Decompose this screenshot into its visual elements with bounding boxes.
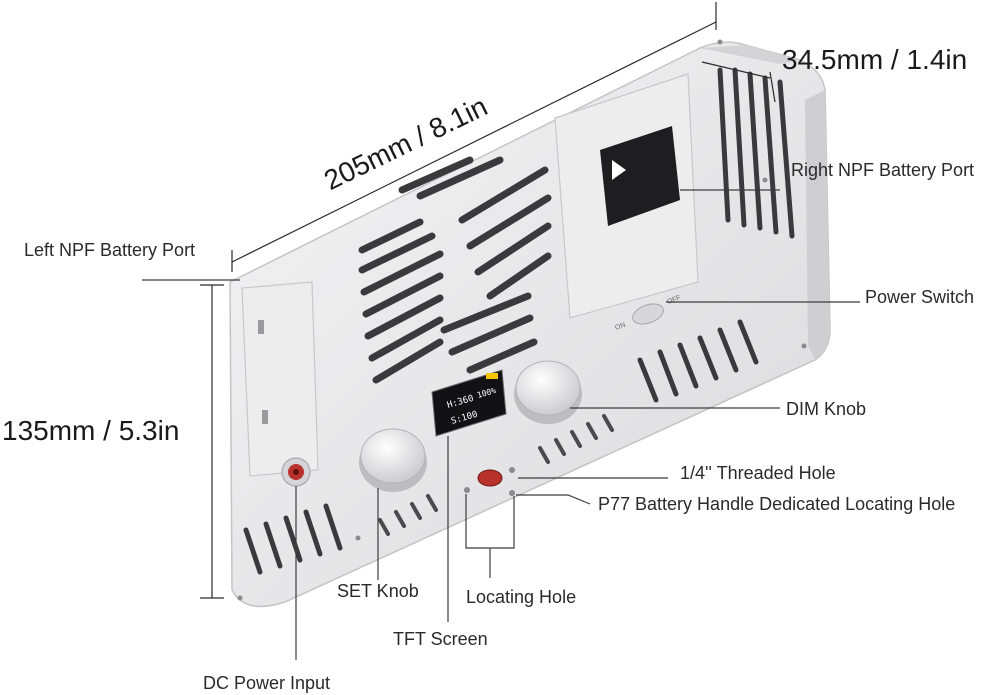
right-npf-battery-port [554,73,699,319]
switch-on-label: ON [614,322,626,332]
locating-hole-left [464,487,470,493]
p77-locating-hole [509,490,515,496]
label-power-switch: Power Switch [865,287,975,307]
power-switch[interactable]: ON OFF [614,295,682,332]
label-locating-hole: Locating Hole [466,587,577,607]
dimension-lines [200,2,776,599]
label-dim-knob: DIM Knob [786,399,867,419]
label-dc-power-input: DC Power Input [203,673,331,693]
label-tft-screen: TFT Screen [393,629,488,649]
locating-hole-right [509,467,515,473]
left-npf-battery-port [241,281,319,477]
set-knob[interactable] [359,428,427,492]
bottom-right-vent [637,319,759,403]
threaded-hole [477,469,503,487]
leader-lines [142,189,860,660]
dimension-height: 135mm / 5.3in [2,415,180,446]
label-left-npf-port: Left NPF Battery Port [24,240,196,260]
bottom-left-vent [243,503,343,575]
tft-screen: H:360 S:100 100% [431,369,507,437]
right-side-vent [717,67,795,239]
small-slot-row [378,414,614,536]
center-vent [358,156,552,384]
dc-power-input[interactable] [281,457,311,487]
label-set-knob: SET Knob [337,581,419,601]
dimension-thickness: 34.5mm / 1.4in [782,44,968,75]
switch-off-label: OFF [666,295,682,306]
corner-screws [237,39,807,601]
label-threaded-hole: 1/4'' Threaded Hole [680,463,836,483]
label-right-npf-port: Right NPF Battery Port [791,160,975,180]
label-p77-locating-hole: P77 Battery Handle Dedicated Locating Ho… [598,494,956,514]
dim-knob[interactable] [514,360,582,424]
warning-icon [612,160,626,180]
